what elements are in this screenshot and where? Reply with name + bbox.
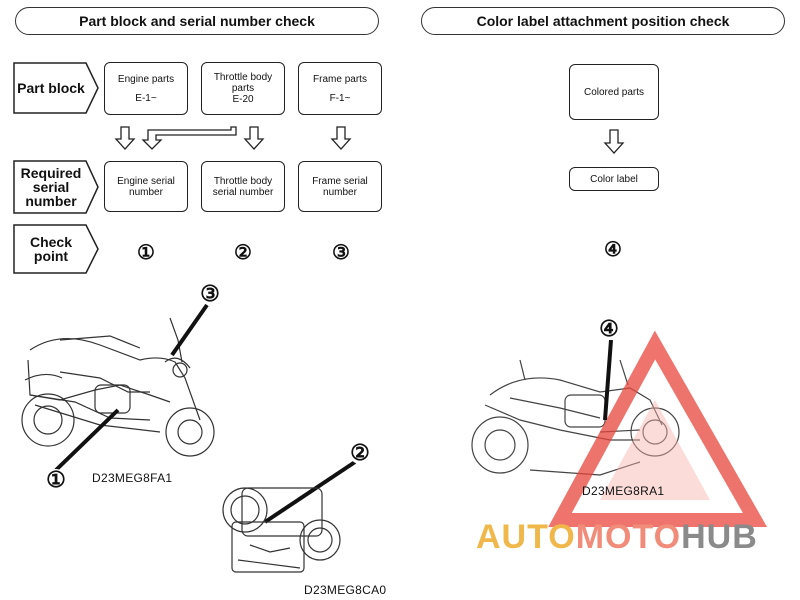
leader-line-1 [54,408,120,472]
image-code-throttle: D23MEG8CA0 [304,583,387,597]
label-arrow-shape [13,224,99,274]
motorcycle-left-illustration [21,317,215,457]
motorcycle-right-illustration [471,359,680,476]
watermark-part-3: HUB [681,518,758,556]
label-arrow-shape [13,62,99,114]
color-label-text: Color label [590,173,638,185]
arrow-down-icon [330,126,352,150]
pointer-3: ③ [199,281,221,306]
check-point-2: ② [232,241,254,264]
arrow-down-icon [114,126,136,150]
label-arrow-shape [13,160,99,214]
watermark-part-1: AUTO [476,518,576,556]
leader-line-3 [170,303,209,357]
row-label-required-serial-text: Required serial number [20,165,82,209]
row-label-check-point: Check point [13,224,99,274]
serial-text: Throttle body serial number [212,175,274,198]
throttle-body-illustration [222,487,341,573]
part-block-engine: Engine parts E-1~ [104,62,188,115]
arrow-down-icon [603,129,625,154]
colored-parts-text: Colored parts [583,86,645,98]
part-block-code: F-1~ [329,92,351,104]
arrow-down-icon [243,126,265,150]
part-block-throttle: Throttle body parts E-20 [201,62,285,115]
pointer-2: ② [349,440,371,465]
row-label-part-block: Part block [13,62,99,114]
row-label-required-serial: Required serial number [13,160,99,214]
image-code-bike-left: D23MEG8FA1 [92,471,173,485]
part-block-code: E-20 [232,94,254,105]
check-point-4: ④ [602,238,624,261]
part-block-frame: Frame parts F-1~ [298,62,382,115]
colored-parts-box: Colored parts [569,64,659,120]
watermark-triangle-icon [548,330,768,527]
header-color-label-check: Color label attachment position check [421,7,785,35]
pointer-4: ④ [598,316,620,341]
serial-engine: Engine serial number [104,161,188,212]
watermark-logo: AUTOMOTOHUB [476,518,758,557]
part-block-name: Throttle body parts [213,72,273,94]
pointer-1: ① [45,467,67,492]
part-block-code: E-1~ [135,92,157,104]
row-label-check-point-text: Check point [29,234,73,264]
header-part-block-check: Part block and serial number check [15,7,379,35]
row-label-part-block-text: Part block [17,80,85,96]
leader-line-2 [263,460,357,524]
serial-text: Engine serial number [117,175,175,198]
image-code-bike-right: D23MEG8RA1 [582,484,665,498]
serial-text: Frame serial number [312,175,368,198]
check-point-1: ① [135,241,157,264]
part-block-name: Engine parts [117,73,175,85]
arrow-bent-icon [141,126,237,150]
serial-throttle: Throttle body serial number [201,161,285,212]
serial-frame: Frame serial number [298,161,382,212]
check-point-3: ③ [330,241,352,264]
color-label-box: Color label [569,167,659,191]
part-block-name: Frame parts [313,73,367,85]
leader-line-4 [603,339,613,421]
watermark-part-2: MOTO [575,518,682,556]
